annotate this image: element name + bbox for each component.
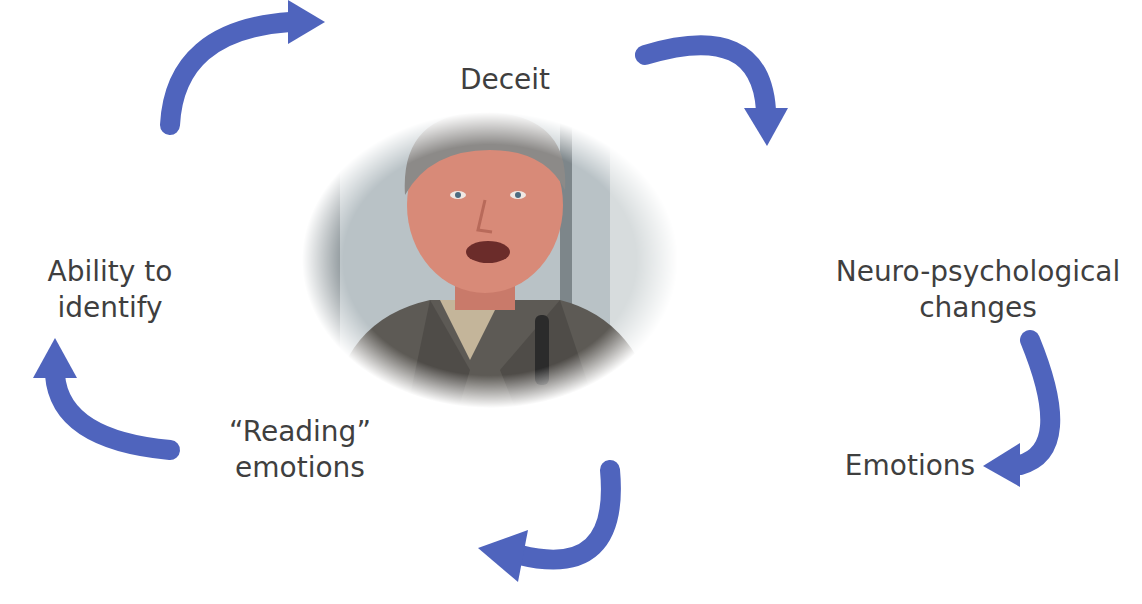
cycle-label: Deceit [460, 62, 550, 98]
portrait-photo [290, 100, 700, 420]
cycle-arrows [55, 22, 1050, 560]
cycle-label: “Reading” emotions [213, 414, 388, 487]
cycle-label: Emotions [845, 448, 975, 484]
cycle-label: Neuro-psychological changes [818, 254, 1138, 327]
arrow-heads [33, 0, 1020, 582]
cycle-label: Ability to identify [5, 254, 215, 327]
